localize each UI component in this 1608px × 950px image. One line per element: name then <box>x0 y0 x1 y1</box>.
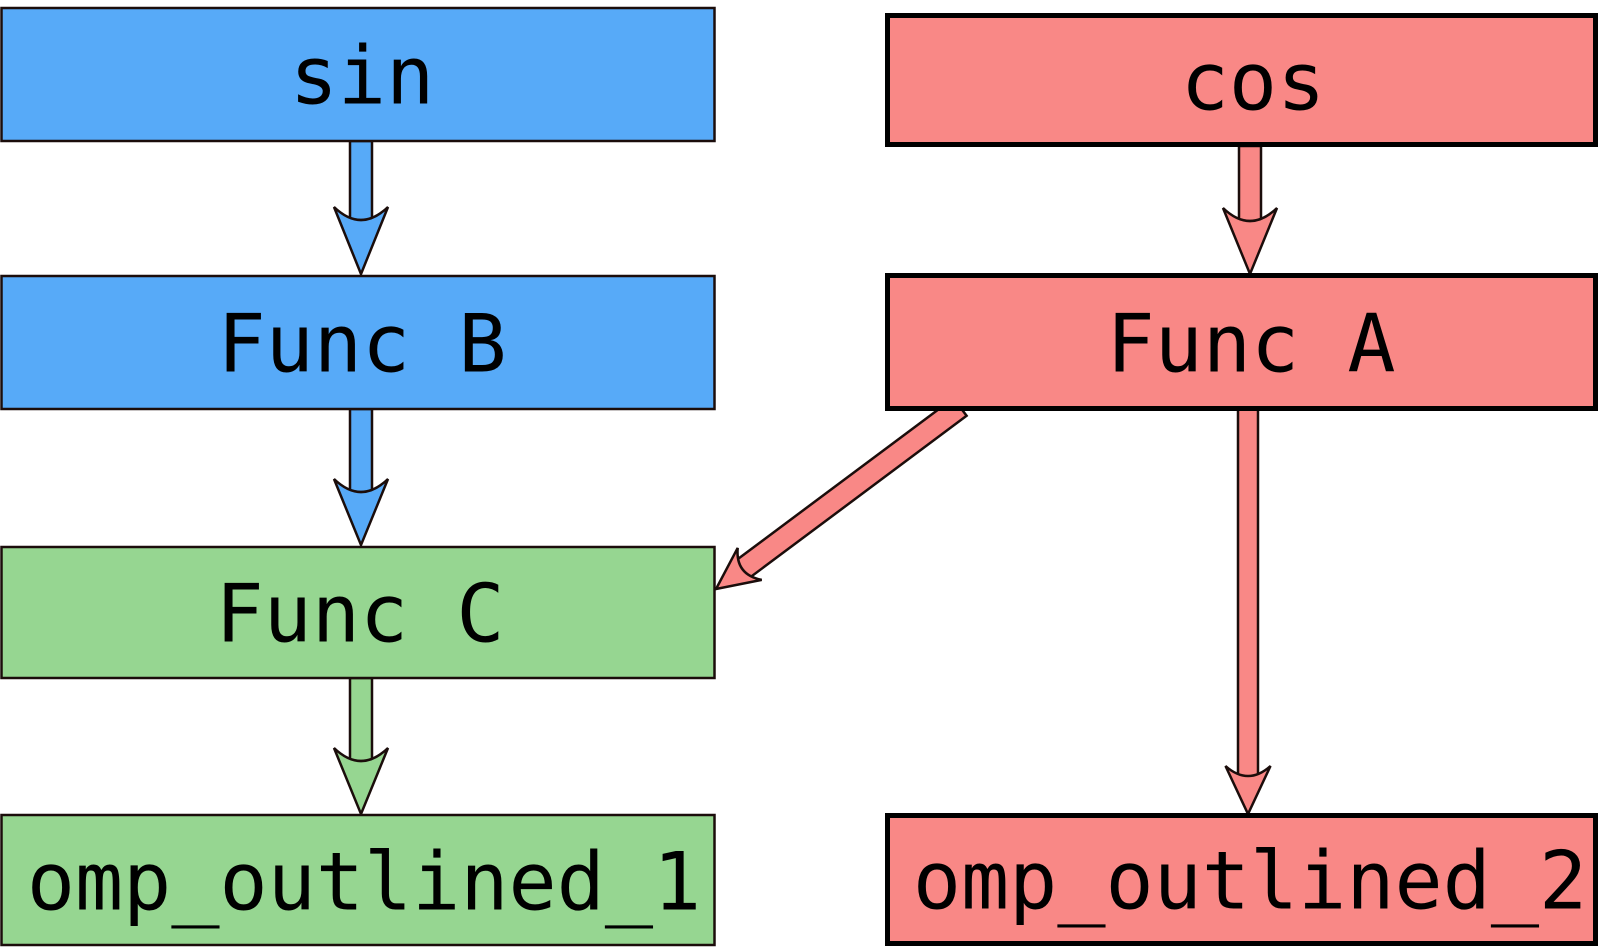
node-box <box>0 545 716 680</box>
node-label: Func B <box>218 298 507 391</box>
edge-funcb-to-funcc <box>332 407 390 549</box>
node-sin: sin <box>0 6 716 143</box>
edge-funca-to-omp2 <box>1224 406 1272 817</box>
arrow-head-icon <box>332 747 390 818</box>
node-box <box>885 813 1598 946</box>
arrow-shaft <box>348 676 374 773</box>
arrow-shaft <box>1236 406 1260 786</box>
node-omp-outlined-1: omp_outlined_1 <box>0 813 716 947</box>
arrow-shaft <box>727 396 969 585</box>
edges <box>332 139 1279 818</box>
arrow-shaft <box>1237 144 1263 233</box>
node-box <box>885 273 1598 411</box>
nodes: sin Func B Func C omp_outlined_1 cos Fun… <box>0 6 1598 947</box>
edge-funca-to-funcc <box>713 396 969 591</box>
node-funcc: Func C <box>0 545 716 680</box>
arrow-head-icon <box>332 478 390 549</box>
node-omp-outlined-2: omp_outlined_2 <box>885 813 1598 946</box>
arrow-head-icon <box>713 547 762 591</box>
arrow-head-icon <box>332 206 390 278</box>
node-label: sin <box>290 30 435 123</box>
arrow-head-icon <box>1221 207 1279 278</box>
node-label: Func C <box>216 568 505 661</box>
node-label: cos <box>1181 36 1326 129</box>
node-funcb: Func B <box>0 274 716 411</box>
arrow-shaft <box>348 407 374 504</box>
node-funca: Func A <box>885 273 1598 411</box>
edge-cos-to-funca <box>1221 144 1279 278</box>
edge-funcc-to-omp1 <box>332 676 390 818</box>
arrow-shaft <box>348 139 374 232</box>
arrow-head-icon <box>1224 765 1272 817</box>
node-box <box>0 6 716 143</box>
node-label: omp_outlined_2 <box>913 835 1587 928</box>
node-box <box>0 813 716 947</box>
edge-sin-to-funcb <box>332 139 390 278</box>
node-label: Func A <box>1107 298 1396 391</box>
node-box <box>0 274 716 411</box>
node-box <box>885 13 1598 147</box>
node-cos: cos <box>885 13 1598 147</box>
node-label: omp_outlined_1 <box>27 836 701 929</box>
